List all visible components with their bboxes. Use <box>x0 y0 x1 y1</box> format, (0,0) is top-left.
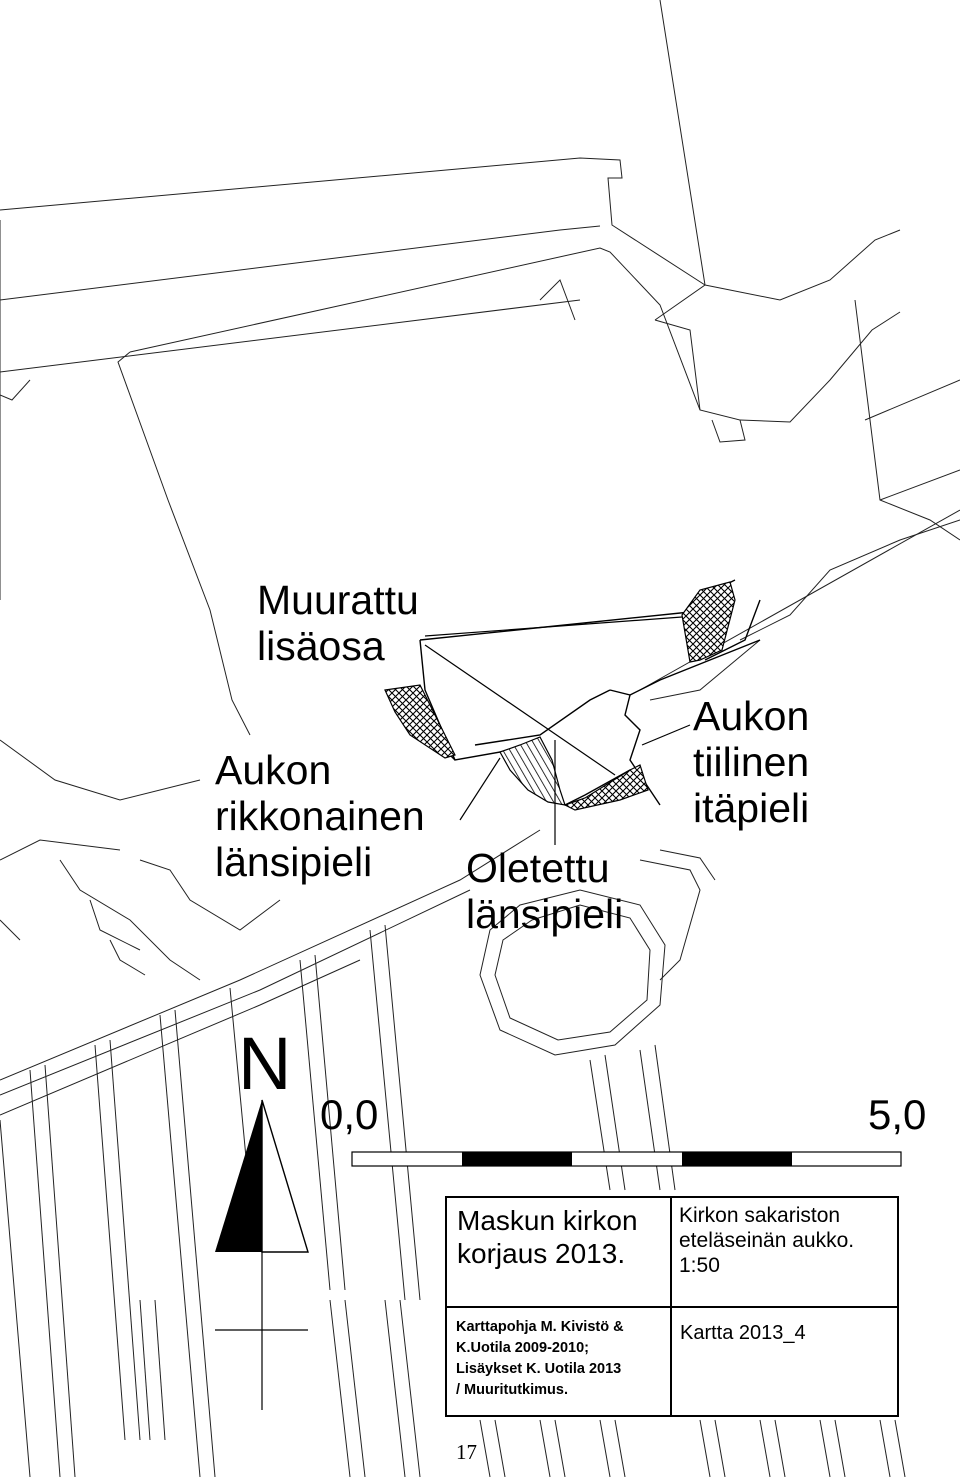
added-masonry-hatch-east <box>681 581 736 663</box>
scale-end-label: 5,0 <box>868 1091 927 1138</box>
description-line: eteläseinän aukko. <box>679 1228 855 1252</box>
building-outlines <box>0 0 960 861</box>
credits-text: Karttapohja M. Kivistö & K.Uotila 2009-2… <box>456 1317 624 1401</box>
map-id: Kartta 2013_4 <box>680 1322 806 1344</box>
label-line: Aukon <box>693 693 810 739</box>
label-line: länsipieli <box>215 838 373 885</box>
page-number: 17 <box>456 1440 477 1464</box>
map-description: Kirkon sakariston eteläseinän aukko. 1:5… <box>679 1204 854 1278</box>
scale-start-label: 0,0 <box>320 1091 379 1138</box>
label-added-masonry: Muurattu lisäosa <box>257 577 419 670</box>
north-letter: N <box>238 1022 292 1105</box>
octagonal-structure <box>479 849 716 1056</box>
broken-west-jamb-hatch <box>499 736 566 806</box>
label-line: lisäosa <box>257 622 385 669</box>
label-assumed-west-jamb: Oletettu länsipieli <box>466 845 624 938</box>
credits-line: / Muuritutkimus. <box>456 1382 568 1399</box>
credits-line: Karttapohja M. Kivistö & <box>456 1319 624 1335</box>
label-brick-east-jamb: Aukon tiilinen itäpieli <box>693 693 810 832</box>
title-block-credits: Karttapohja M. Kivistö & K.Uotila 2009-2… <box>445 1306 672 1417</box>
title-block-project: Maskun kirkon korjaus 2013. <box>445 1196 672 1308</box>
label-broken-west-jamb: Aukon rikkonainen länsipieli <box>215 747 425 886</box>
floor-strip-lines <box>0 924 906 1477</box>
project-line: Maskun kirkon <box>457 1205 638 1236</box>
scale-bar <box>351 1151 902 1167</box>
north-arrow <box>215 1099 309 1410</box>
label-line: Muurattu <box>257 577 419 623</box>
leader-lines <box>424 616 691 845</box>
label-line: tiilinen <box>693 738 810 785</box>
description-line: Kirkon sakariston <box>679 1204 841 1227</box>
title-block-map-id: Kartta 2013_4 <box>670 1306 899 1417</box>
label-line: länsipieli <box>466 890 624 937</box>
label-line: Oletettu <box>466 845 610 891</box>
label-line: Aukon <box>215 747 332 793</box>
project-title: Maskun kirkon korjaus 2013. <box>457 1204 638 1270</box>
title-block-description: Kirkon sakariston eteläseinän aukko. 1:5… <box>670 1196 899 1308</box>
description-line: 1:50 <box>679 1253 720 1277</box>
added-masonry-hatch-south <box>563 764 649 811</box>
label-line: itäpieli <box>693 784 810 831</box>
label-line: rikkonainen <box>215 792 425 839</box>
added-masonry-hatch-west <box>384 684 456 759</box>
project-line: korjaus 2013. <box>457 1238 626 1270</box>
wall-lines <box>0 829 541 1116</box>
credits-line: Lisäykset K. Uotila 2013 <box>456 1361 622 1378</box>
credits-line: K.Uotila 2009-2010; <box>456 1340 589 1357</box>
